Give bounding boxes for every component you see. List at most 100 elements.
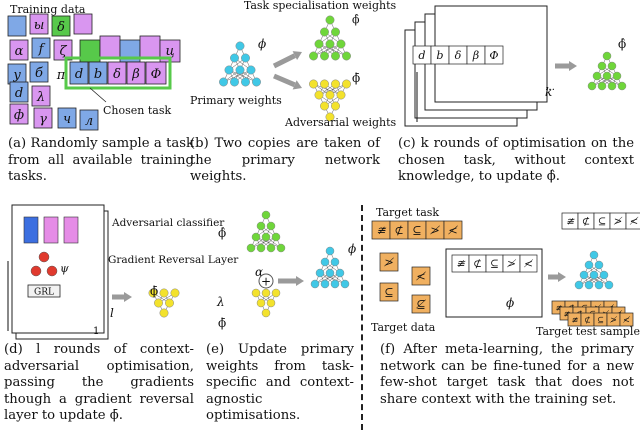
target-data-glyph: ⊈	[411, 294, 431, 314]
caption-e: (e) Update primary weights from task-spe…	[206, 342, 354, 423]
selected-glyph: β	[131, 67, 140, 82]
network-node	[331, 51, 340, 61]
one-label: 1	[93, 326, 99, 337]
card	[57, 107, 77, 129]
primary-weights-label: Primary weights	[190, 94, 282, 107]
glyph-cell	[411, 294, 431, 314]
network-node	[579, 270, 589, 280]
glyph-cell	[625, 212, 640, 230]
card	[9, 81, 29, 103]
network-node	[266, 243, 276, 253]
network-node	[315, 268, 325, 278]
grl-box	[27, 284, 61, 298]
network-node	[230, 53, 239, 63]
grl-text: GRL	[34, 288, 54, 298]
glyph: δ	[57, 20, 65, 35]
network-edge	[314, 272, 341, 285]
network-node	[320, 79, 329, 89]
network-node	[340, 279, 350, 289]
glyph-cell-text: ≮	[416, 270, 427, 283]
glyph: ч	[63, 112, 71, 127]
network-node	[266, 221, 276, 231]
glyph-cell	[484, 45, 504, 65]
arrow-head	[292, 51, 302, 61]
network-node	[342, 51, 351, 61]
arrow-head	[558, 272, 566, 282]
glyph-cell	[379, 282, 399, 302]
network-node	[604, 280, 614, 290]
network-node	[330, 257, 340, 267]
card	[7, 15, 27, 37]
card	[31, 85, 51, 107]
network-node	[159, 308, 169, 318]
target-output-glyphs: ≇⊄⊆≯≮	[561, 212, 640, 230]
network-node	[310, 279, 320, 289]
phi-bar-b: ϕ̄	[352, 71, 360, 85]
network-node	[246, 65, 256, 75]
glyph: ф	[14, 108, 24, 123]
network-node	[251, 232, 261, 242]
context-agnostic-network	[251, 288, 281, 318]
arrow-head	[292, 80, 302, 90]
arrow-head	[296, 276, 304, 286]
classifier-output	[43, 216, 59, 244]
network-node	[602, 71, 612, 81]
arrow-head	[569, 61, 577, 71]
updated-adversarial-network	[148, 288, 180, 318]
glyph-cell	[519, 254, 538, 273]
network-node	[331, 27, 340, 37]
network-node	[330, 279, 340, 289]
selected-glyph: Φ	[151, 67, 162, 82]
updated-network	[587, 51, 627, 91]
glyph: λ	[36, 90, 45, 105]
task-weights-label: Task specialisation weights	[244, 0, 397, 12]
panel-d-figure: Adversarial classifier Gradient Reversal…	[7, 204, 239, 340]
glyph-cell-text: ⊆	[412, 224, 421, 237]
network-node	[325, 268, 335, 278]
network-edge	[591, 75, 618, 87]
network-node	[241, 53, 250, 63]
network-node	[599, 270, 609, 280]
training-cards	[7, 13, 181, 131]
network-node	[320, 27, 329, 37]
glyph-cell	[619, 312, 634, 327]
training-data-label: Training data	[10, 3, 86, 16]
glyph-cell-text: d	[418, 49, 425, 62]
glyph: d	[15, 86, 23, 101]
panel-a-figure: Training data ы δ α	[7, 3, 181, 131]
network-node	[159, 288, 169, 298]
result-arrow	[555, 61, 577, 71]
glyph-cell-text: ⊆	[490, 258, 499, 270]
grl-label: Gradient Reversal Layer	[108, 254, 239, 266]
network-node	[612, 71, 622, 81]
network-node	[325, 39, 335, 49]
glyph-cell-text: ⊆	[598, 217, 606, 228]
scattered-glyphs: ы δ α f ζ y б π d λ ф γ ч л ц	[12, 18, 174, 129]
network-node	[589, 250, 599, 260]
selected-glyph: b	[94, 67, 102, 82]
network-node	[230, 77, 239, 87]
network-node	[597, 81, 607, 91]
network-node	[266, 298, 276, 308]
network-node	[271, 232, 281, 242]
network-node	[256, 221, 266, 231]
ellipsis: …	[545, 82, 555, 93]
caption-b: (b) Two copies are taken of the primary …	[190, 136, 380, 184]
selected-glyph: d	[75, 67, 83, 82]
arrow-head	[124, 292, 132, 302]
target-test-samples: ≇⊄⊆≯≮	[567, 312, 634, 327]
card	[29, 61, 49, 83]
network-node	[320, 279, 330, 289]
update-arrow	[278, 276, 304, 286]
glyph-cell-text: ≮	[629, 217, 639, 228]
network-node	[224, 65, 234, 75]
network-node	[320, 51, 329, 61]
task-specific-network	[246, 210, 286, 253]
card	[73, 13, 93, 35]
card	[53, 39, 73, 61]
target-data-glyph: ≮	[411, 266, 431, 286]
l-label: l	[110, 306, 114, 320]
network-node	[252, 77, 261, 87]
